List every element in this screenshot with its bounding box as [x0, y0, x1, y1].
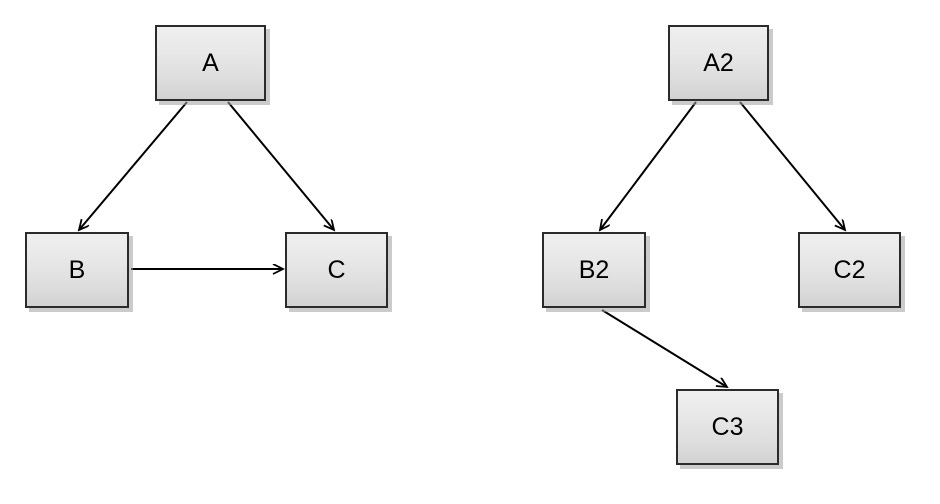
edge-a2-to-b2: [600, 101, 697, 230]
edges-group: [79, 101, 845, 387]
edge-a2-to-c2: [739, 101, 845, 230]
edge-a-to-b: [79, 101, 188, 230]
edge-a-to-c: [227, 101, 334, 230]
node-a2-label: A2: [703, 48, 734, 77]
node-c3-label: C3: [711, 412, 744, 441]
node-c3[interactable]: C3: [676, 389, 779, 465]
node-b2-label: B2: [578, 255, 610, 284]
node-c-label: C: [327, 255, 346, 284]
node-b[interactable]: B: [25, 232, 129, 308]
node-a2[interactable]: A2: [668, 25, 769, 101]
node-c[interactable]: C: [285, 232, 388, 308]
node-c2[interactable]: C2: [798, 232, 901, 308]
node-a-label: A: [202, 48, 219, 77]
node-a[interactable]: A: [155, 25, 266, 101]
node-b2[interactable]: B2: [542, 232, 646, 308]
node-b-label: B: [68, 255, 86, 284]
node-c2-label: C2: [833, 255, 866, 284]
edge-b2-to-c3: [601, 309, 727, 387]
